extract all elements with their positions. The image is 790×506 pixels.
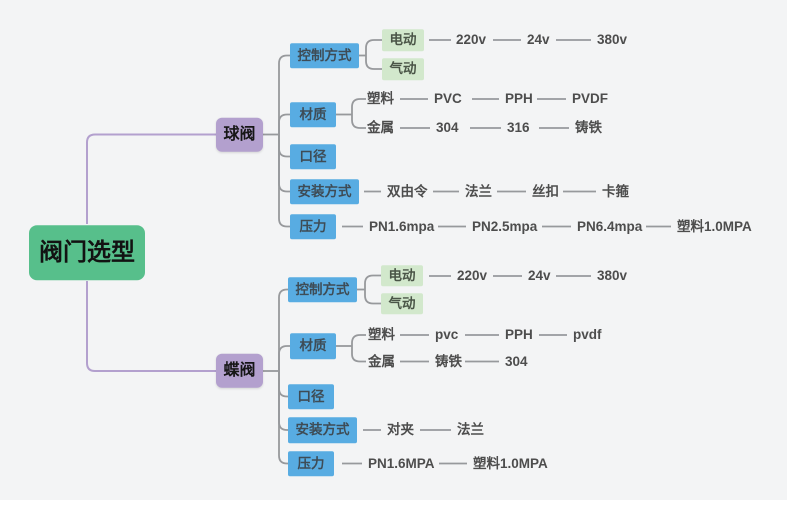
bf-pressure-pn16[interactable]: PN1.6MPA (368, 455, 435, 471)
ball-plastic-pph[interactable]: PPH (505, 91, 533, 107)
ball-install-clamp[interactable]: 卡箍 (602, 183, 629, 199)
bf-pressure-plastic10[interactable]: 塑料1.0MPA (473, 455, 548, 471)
ball-install-node[interactable]: 安装方式 (290, 178, 359, 205)
ball-voltage-380v[interactable]: 380v (597, 32, 628, 48)
ball-pneumatic-node[interactable]: 气动 (382, 58, 424, 80)
purple-connectors (86, 133, 216, 372)
branch-node-ball-valve[interactable]: 球阀 (216, 117, 263, 152)
ball-pressure-pn25[interactable]: PN2.5mpa (472, 218, 538, 234)
root-node-valve-selection[interactable]: 阀门选型 (29, 224, 145, 281)
bf-voltage-380v[interactable]: 380v (597, 268, 628, 284)
bf-plastic-pvc[interactable]: pvc (435, 327, 459, 343)
ball-metal-304[interactable]: 304 (436, 120, 459, 136)
ball-pressure-node[interactable]: 压力 (290, 213, 336, 240)
ball-electric-node[interactable]: 电动 (382, 29, 424, 51)
bf-voltage-24v[interactable]: 24v (528, 268, 551, 284)
ball-plastic-pvdf[interactable]: PVDF (572, 91, 609, 107)
bf-material-node[interactable]: 材质 (290, 333, 336, 359)
ball-install-flange[interactable]: 法兰 (465, 183, 492, 199)
branch-node-butterfly-valve[interactable]: 蝶阀 (216, 353, 263, 389)
ball-plastic-node[interactable]: 塑料 (367, 91, 394, 107)
bf-metal-304[interactable]: 304 (505, 353, 528, 369)
bf-diameter-node[interactable]: 口径 (288, 383, 334, 410)
ball-pressure-pn16[interactable]: PN1.6mpa (369, 218, 435, 234)
ball-voltage-24v[interactable]: 24v (527, 32, 550, 48)
bf-install-wafer[interactable]: 对夹 (387, 422, 414, 438)
bf-pressure-node[interactable]: 压力 (288, 450, 334, 477)
ball-metal-node[interactable]: 金属 (367, 120, 394, 136)
ball-material-node[interactable]: 材质 (290, 101, 336, 128)
bf-install-node[interactable]: 安装方式 (288, 417, 357, 443)
ball-pressure-plastic10[interactable]: 塑料1.0MPA (677, 218, 752, 234)
bf-metal-node[interactable]: 金属 (368, 353, 395, 369)
ball-metal-316[interactable]: 316 (507, 120, 530, 136)
ball-pressure-pn64[interactable]: PN6.4mpa (577, 218, 643, 234)
ball-diameter-node[interactable]: 口径 (290, 143, 336, 170)
ball-install-thread[interactable]: 丝扣 (532, 183, 559, 199)
ball-voltage-220v[interactable]: 220v (456, 32, 487, 48)
bf-metal-cast-iron[interactable]: 铸铁 (435, 353, 462, 369)
ball-control-node[interactable]: 控制方式 (290, 42, 359, 69)
bf-plastic-node[interactable]: 塑料 (368, 327, 395, 343)
bf-install-flange[interactable]: 法兰 (457, 422, 484, 438)
ball-metal-cast-iron[interactable]: 铸铁 (575, 120, 602, 136)
ball-plastic-pvc[interactable]: PVC (434, 91, 462, 107)
gray-connectors (263, 39, 671, 465)
bf-electric-node[interactable]: 电动 (381, 264, 423, 287)
ball-install-union[interactable]: 双由令 (387, 183, 428, 199)
bf-plastic-pvdf[interactable]: pvdf (573, 327, 602, 343)
bf-pneumatic-node[interactable]: 气动 (381, 292, 423, 315)
bf-plastic-pph[interactable]: PPH (505, 327, 533, 343)
bf-control-node[interactable]: 控制方式 (288, 276, 357, 303)
bf-voltage-220v[interactable]: 220v (457, 268, 488, 284)
